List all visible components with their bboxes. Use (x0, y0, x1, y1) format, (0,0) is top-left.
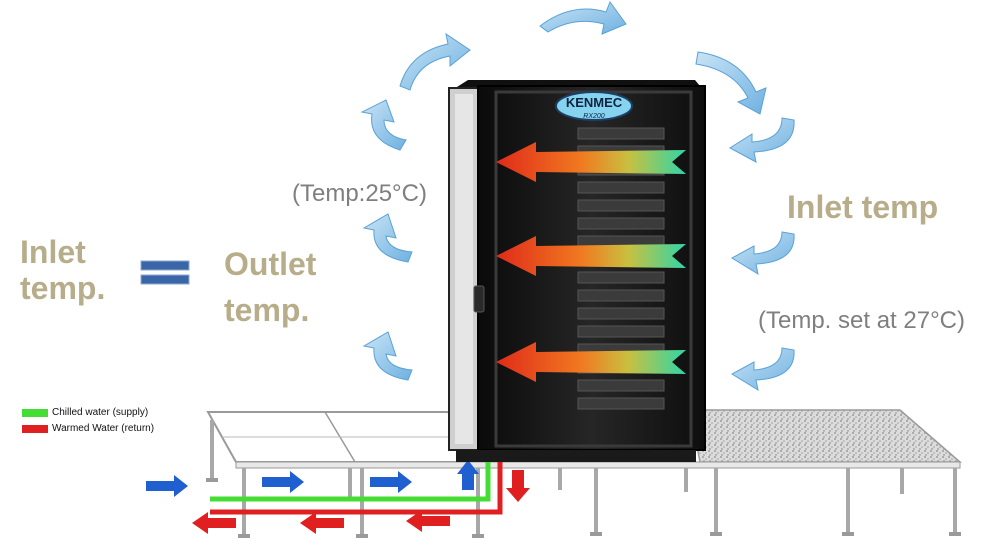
pipe-flow-arrow-icon (146, 475, 188, 497)
temp-27-label: (Temp. set at 27°C) (758, 307, 965, 334)
air-circulation-arrow-icon (695, 51, 767, 115)
water-pipes (210, 462, 503, 515)
brand-model: RX200 (583, 113, 605, 120)
pipe-flow-arrow-icon (457, 460, 479, 490)
heat-flow-arrow-icon (496, 142, 686, 182)
temp-25-label: (Temp:25°C) (292, 180, 427, 207)
legend-item-warmed: Warmed Water (return) (22, 423, 154, 434)
legend-swatch-warmed (22, 424, 48, 433)
legend-swatch-chilled (22, 408, 48, 417)
heat-flow-arrow-icon (496, 236, 686, 276)
legend-label-warmed: Warmed Water (return) (52, 423, 155, 434)
air-circulation-arrow-icon (729, 117, 795, 163)
pipe-flow-arrows (146, 460, 530, 534)
air-circulation-arrow-icon (362, 213, 413, 263)
outlet-temp-line-1: Outlet (224, 246, 317, 282)
air-circulation-arrows (360, 0, 795, 392)
pipe-flow-arrow-icon (406, 510, 450, 532)
inlet-temp-left-line-2: temp. (20, 270, 106, 306)
legend-label-chilled: Chilled water (supply) (52, 407, 149, 418)
brand-logo: KENMEC (566, 95, 623, 110)
inlet-temp-left-label: Inlet temp. (20, 234, 105, 306)
pipe-flow-arrow-icon (370, 471, 412, 493)
air-circulation-arrow-icon (360, 99, 407, 151)
outlet-temp-label: Outlet temp. (224, 241, 316, 333)
outlet-temp-line-2: temp. (224, 292, 310, 328)
pipe-flow-arrow-icon (192, 512, 236, 534)
pipe-flow-arrow-icon (506, 470, 530, 502)
inlet-temp-right-label: Inlet temp (787, 189, 939, 225)
heat-flow-arrows (496, 142, 686, 382)
pipe-flow-arrow-icon (262, 471, 304, 493)
raised-floor (206, 409, 963, 538)
air-circulation-arrow-icon (539, 0, 627, 35)
air-circulation-arrow-icon (399, 32, 471, 91)
pipe-flow-arrow-icon (300, 512, 344, 534)
server-rack: KENMEC RX200 (448, 80, 706, 462)
inlet-temp-left-line-1: Inlet (20, 234, 86, 270)
equals-icon (140, 260, 190, 285)
air-circulation-arrow-icon (731, 231, 795, 276)
air-circulation-arrow-icon (731, 347, 795, 392)
heat-flow-arrow-icon (496, 342, 686, 382)
legend-item-chilled: Chilled water (supply) (22, 407, 148, 418)
air-circulation-arrow-icon (362, 331, 413, 381)
